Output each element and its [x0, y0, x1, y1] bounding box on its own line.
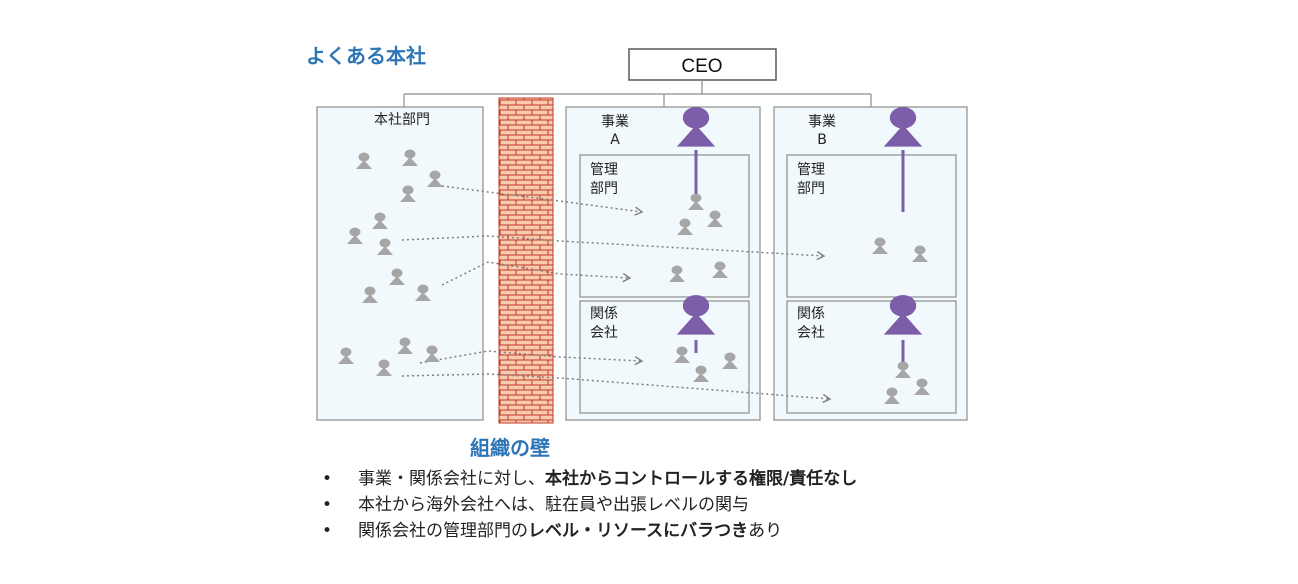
staff-person-icon — [895, 361, 911, 378]
org-wall — [498, 97, 554, 424]
business-a-admin-label-2: 部門 — [590, 181, 618, 197]
hq-label: 本社部門 — [374, 112, 430, 128]
staff-person-icon — [356, 152, 372, 169]
bullet-3-bold: レベル・リソースにバラつき — [528, 521, 749, 541]
business-a-label-1: 事業 — [601, 114, 629, 130]
staff-person-icon — [707, 210, 723, 227]
arrow-3 — [441, 261, 632, 286]
page-title: よくある本社 — [306, 44, 426, 68]
business-a-affiliate-panel — [579, 300, 750, 414]
staff-person-icon — [688, 193, 704, 210]
staff-person-icon — [677, 218, 693, 235]
hq-panel — [316, 106, 484, 421]
arrow-4 — [419, 350, 644, 366]
staff-person-icon — [912, 245, 928, 262]
staff-person-icon — [402, 149, 418, 166]
staff-person-icon — [872, 237, 888, 254]
wall-label: 組織の壁 — [470, 436, 550, 460]
ceo-label: CEO — [681, 56, 722, 77]
bullet-list: 事業・関係会社に対し、本社からコントロールする権限/責任なし 本社から海外会社へ… — [322, 466, 857, 544]
staff-person-icon — [400, 185, 416, 202]
business-a-admin-label-1: 管理 — [590, 162, 618, 178]
staff-person-icon — [914, 378, 930, 395]
bullet-1-bold: 本社からコントロールする権限/責任なし — [545, 469, 858, 489]
leader-person-icon — [676, 295, 716, 335]
bullet-1-plain: 事業・関係会社に対し、 — [358, 469, 545, 489]
leader-person-icon — [883, 295, 923, 335]
business-a-affiliate-label-2: 会社 — [590, 325, 618, 341]
staff-person-icon — [722, 352, 738, 369]
bullet-item-2: 本社から海外会社へは、駐在員や出張レベルの関与 — [322, 492, 857, 518]
org-connectors — [403, 80, 872, 107]
staff-person-icon — [884, 387, 900, 404]
leader-person-icon — [883, 107, 923, 147]
connector-arrows — [401, 185, 832, 404]
staff-person-icon — [347, 227, 363, 244]
business-b-label-2: B — [817, 132, 827, 148]
bullet-item-1: 事業・関係会社に対し、本社からコントロールする権限/責任なし — [322, 466, 857, 492]
staff-person-icon — [377, 238, 393, 255]
staff-person-icon — [415, 284, 431, 301]
business-b-admin-label-1: 管理 — [797, 162, 825, 178]
business-b-label-1: 事業 — [808, 114, 836, 130]
business-a-label-2: A — [610, 132, 620, 148]
business-b-admin-label-2: 部門 — [797, 181, 825, 197]
arrow-2 — [401, 235, 826, 261]
arrow-1 — [441, 185, 644, 216]
staff-person-icon — [693, 365, 709, 382]
people-layer — [338, 107, 930, 404]
bullet-3-tail: あり — [748, 521, 783, 541]
business-a-affiliate-label-1: 関係 — [590, 306, 618, 322]
staff-person-icon — [397, 337, 413, 354]
staff-person-icon — [674, 346, 690, 363]
staff-person-icon — [338, 347, 354, 364]
bullet-item-3: 関係会社の管理部門のレベル・リソースにバラつきあり — [322, 518, 857, 544]
bullet-3-plain: 関係会社の管理部門の — [358, 521, 528, 541]
staff-person-icon — [372, 212, 388, 229]
leader-lines — [694, 150, 905, 363]
ceo-node: CEO — [628, 48, 777, 81]
staff-person-icon — [427, 170, 443, 187]
leader-person-icon — [676, 107, 716, 147]
business-b-affiliate-label-2: 会社 — [797, 325, 825, 341]
staff-person-icon — [712, 261, 728, 278]
staff-person-icon — [424, 345, 440, 362]
bullet-2-plain: 本社から海外会社へは、駐在員や出張レベルの関与 — [358, 495, 749, 515]
business-b-affiliate-label-1: 関係 — [797, 306, 825, 322]
business-b-admin-panel — [786, 154, 957, 298]
staff-person-icon — [362, 286, 378, 303]
staff-person-icon — [376, 359, 392, 376]
staff-person-icon — [389, 268, 405, 285]
staff-person-icon — [669, 265, 685, 282]
